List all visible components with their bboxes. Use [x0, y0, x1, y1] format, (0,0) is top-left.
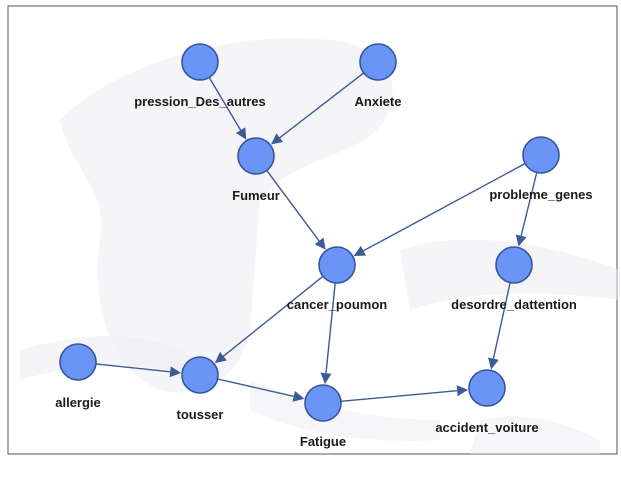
edges-layer [95, 72, 538, 403]
edge-line [340, 390, 458, 403]
edge-line [95, 363, 171, 373]
node-circle[interactable] [237, 137, 275, 175]
node-label: pression_Des_autres [134, 94, 266, 109]
edge-anxiete-to-fumeur [271, 72, 365, 145]
node-cancer[interactable]: cancer_poumon [287, 246, 387, 312]
edge-line [520, 172, 538, 237]
edge-allergie-to-tousser [95, 363, 182, 378]
node-circle[interactable] [359, 43, 397, 81]
edge-line [222, 275, 324, 357]
node-fatigue[interactable]: Fatigue [300, 384, 346, 449]
edge-desordre-to-accident [488, 282, 511, 370]
node-circle[interactable] [318, 246, 356, 284]
edge-pression-to-fumeur [208, 77, 247, 140]
edge-line [363, 162, 526, 252]
edge-genes-to-desordre [515, 172, 538, 247]
node-label: Anxiete [355, 94, 402, 109]
node-desordre[interactable]: desordre_dattention [451, 246, 577, 312]
edge-fumeur-to-cancer [266, 170, 326, 250]
node-label: cancer_poumon [287, 297, 387, 312]
edge-cancer-to-fatigue [320, 282, 336, 385]
node-allergie[interactable]: allergie [55, 343, 101, 410]
node-label: Fumeur [232, 188, 280, 203]
node-pression[interactable]: pression_Des_autres [134, 43, 266, 109]
edge-line [217, 378, 294, 398]
edge-fatigue-to-accident [340, 385, 469, 403]
arrow-head-icon [169, 366, 182, 378]
edge-cancer-to-tousser [214, 275, 324, 364]
node-circle[interactable] [468, 369, 506, 407]
node-accident[interactable]: accident_voiture [435, 369, 539, 435]
node-circle[interactable] [304, 384, 342, 422]
arrow-head-icon [292, 390, 305, 402]
node-circle[interactable] [522, 136, 560, 174]
arrow-head-icon [515, 234, 527, 247]
edge-line [266, 170, 320, 242]
edge-line [325, 282, 336, 374]
edge-line [492, 282, 511, 359]
node-fumeur[interactable]: Fumeur [232, 137, 280, 203]
node-circle[interactable] [59, 343, 97, 381]
arrow-head-icon [353, 245, 367, 256]
edge-line [208, 77, 242, 131]
node-label: accident_voiture [435, 420, 538, 435]
node-anxiete[interactable]: Anxiete [355, 43, 402, 109]
arrow-head-icon [214, 351, 227, 364]
node-genes[interactable]: probleme_genes [489, 136, 593, 202]
arrow-head-icon [271, 133, 284, 145]
node-label: probleme_genes [489, 187, 592, 202]
node-label: desordre_dattention [451, 297, 577, 312]
node-tousser[interactable]: tousser [177, 356, 224, 422]
node-circle[interactable] [181, 43, 219, 81]
node-label: Fatigue [300, 434, 346, 449]
edge-genes-to-cancer [353, 162, 526, 256]
node-label: tousser [177, 407, 224, 422]
edge-tousser-to-fatigue [217, 378, 305, 402]
arrow-head-icon [235, 127, 247, 140]
edge-line [279, 72, 365, 139]
node-label: allergie [55, 395, 101, 410]
node-circle[interactable] [495, 246, 533, 284]
arrow-head-icon [314, 237, 326, 250]
arrow-head-icon [456, 385, 469, 397]
node-circle[interactable] [181, 356, 219, 394]
arrow-head-icon [320, 372, 332, 385]
arrow-head-icon [488, 357, 499, 370]
